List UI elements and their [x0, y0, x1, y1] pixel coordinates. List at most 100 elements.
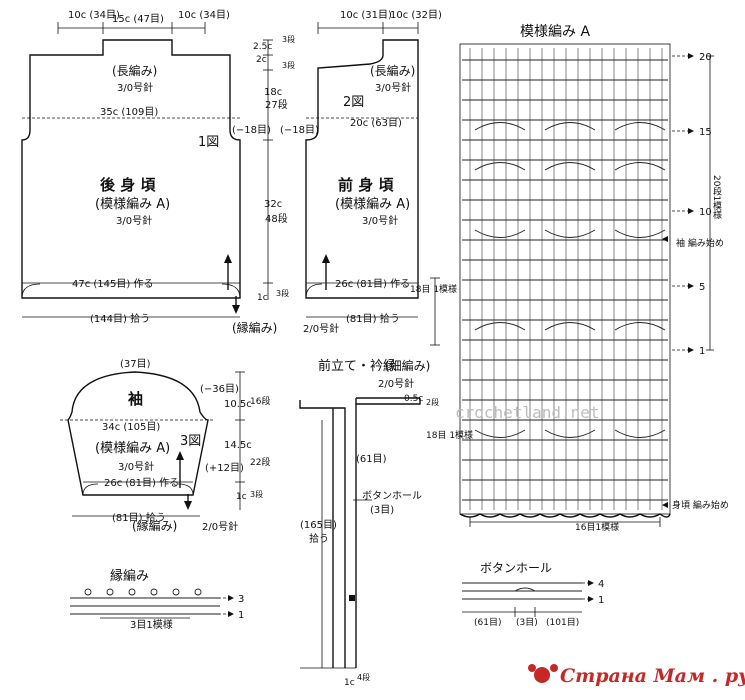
- buttonhole-count-right: (101目): [546, 617, 579, 628]
- front-width: 20c (63目): [350, 118, 402, 129]
- buttonhole-count-left: (61目): [474, 617, 501, 628]
- back-pickup: (144目) 拾う: [90, 312, 150, 325]
- pattern-a-chart: [430, 43, 714, 527]
- front-top-left: 10c (31目): [340, 10, 392, 21]
- placket-needle: 2/0号針: [378, 377, 414, 390]
- dim-neck-2: 2c: [256, 55, 267, 65]
- pattern-a-title: 模様編み A: [520, 24, 590, 40]
- front-pickup: (81目) 拾う: [346, 312, 400, 325]
- back-top-left: 10c (34目): [68, 10, 120, 21]
- front-needle-type: (長編み): [370, 63, 415, 78]
- back-needle-type: (長編み): [112, 63, 157, 78]
- back-figure: 1図: [198, 135, 219, 150]
- sleeve-cap-rows: 16段: [250, 395, 270, 407]
- pattern-18-repeat-b: 18目 1模様: [426, 429, 473, 441]
- sleeve-figure: 3図: [180, 434, 201, 449]
- row-marker-1: 1: [699, 346, 705, 357]
- front-title: 前 身 頃: [338, 176, 394, 194]
- sleeve-increase: (+12目): [205, 463, 244, 474]
- front-needle-size: 3/0号針: [375, 81, 411, 94]
- sleeve-hem-rows: 3段: [250, 489, 263, 499]
- watermark: crochetland.net: [455, 403, 600, 422]
- body-start-label: 身頃 編み始め: [672, 499, 729, 511]
- sleeve-pattern-needle: 3/0号針: [118, 460, 154, 473]
- front-start: 26c (81目) 作る: [335, 278, 410, 290]
- buttonhole-title: ボタンホール: [480, 561, 552, 575]
- pattern-stitch-columns: [469, 48, 663, 510]
- dim-hem: 1c: [257, 293, 268, 303]
- sleeve-border-note: (縁編み): [132, 518, 177, 533]
- pattern-chain-loops: [474, 122, 666, 438]
- dim-neck-1-rows: 3段: [282, 34, 295, 44]
- front-decrease: (−18目): [280, 125, 319, 136]
- front-panel: [305, 22, 419, 318]
- back-decrease: (−18目): [232, 125, 271, 136]
- placket-title: 前立て・衿縁: [318, 358, 396, 374]
- edging-repeat: 3目1模様: [130, 618, 173, 631]
- dim-neck-1: 2.5c: [253, 42, 272, 52]
- row-marker-arrows: [430, 53, 714, 527]
- back-pattern: (模様編み A): [95, 196, 170, 212]
- placket-top-rows: 2段: [426, 397, 439, 407]
- placket-bottom-height: 1c: [344, 678, 355, 688]
- edging-chart: [70, 588, 234, 619]
- pattern-18-repeat: 18目 1模様: [410, 283, 457, 295]
- dim-hem-rows: 3段: [276, 288, 289, 298]
- dim-armhole: 18c: [264, 87, 282, 98]
- back-pattern-needle: 3/0号針: [116, 214, 152, 227]
- sleeve-border-needle: 2/0号針: [202, 520, 238, 533]
- pattern-rows: [462, 59, 668, 501]
- site-logo: Страна Мам . ру: [528, 664, 745, 687]
- back-width: 35c (109目): [100, 107, 158, 118]
- back-panel: [21, 22, 241, 318]
- edging-marker-1: 1: [238, 610, 244, 621]
- sleeve-panel: [60, 371, 245, 517]
- front-pattern: (模様編み A): [335, 196, 410, 212]
- placket-stitches-total: (165目): [300, 520, 337, 531]
- row-marker-20: 20: [699, 52, 712, 63]
- placket-pickup: 拾う: [309, 532, 329, 545]
- placket-buttonhole: ボタンホール: [362, 490, 422, 502]
- back-title: 後 身 頃: [99, 176, 156, 194]
- sleeve-start-label: 袖 編み始め: [676, 237, 724, 249]
- placket-buttonhole-count: (3目): [370, 505, 394, 516]
- border-note: (縁編み): [232, 320, 277, 335]
- sleeve-top: (37目): [120, 359, 151, 370]
- placket-bottom-rows: 4段: [357, 672, 370, 682]
- dim-body-rows: 48段: [265, 212, 288, 225]
- front-pattern-needle: 3/0号針: [362, 214, 398, 227]
- buttonhole-marker-1: 1: [598, 595, 604, 606]
- dim-armhole-rows: 27段: [265, 98, 288, 111]
- dim-body: 32c: [264, 199, 282, 210]
- sleeve-pattern: (模様編み A): [95, 440, 170, 456]
- placket-stitches-upper: (61目): [356, 454, 387, 465]
- row-marker-5: 5: [699, 282, 705, 293]
- placket-diagram: [299, 397, 421, 669]
- buttonhole-marker-4: 4: [598, 579, 604, 590]
- logo-text: Страна Мам . ру: [560, 665, 745, 687]
- sleeve-pickup: (81目) 拾う: [112, 511, 166, 524]
- back-top-right: 10c (34目): [178, 10, 230, 21]
- placket-top-height: 0.5c: [404, 394, 423, 404]
- pattern-bottom-repeat: 16目1模様: [575, 521, 619, 533]
- placket-method: (細編み): [385, 358, 430, 373]
- edging-title: 縁編み: [110, 568, 149, 584]
- buttonhole-chart: [462, 580, 594, 617]
- row-marker-15: 15: [699, 127, 712, 138]
- front-top-right: 10c (32目): [390, 10, 442, 21]
- sleeve-cap-height: 10.5c: [224, 399, 252, 410]
- sleeve-hem: 1c: [236, 492, 247, 502]
- pattern-repeat-rows: 20段1模様: [711, 175, 722, 219]
- border-needle: 2/0号針: [303, 322, 339, 335]
- dim-neck-2-rows: 3段: [282, 60, 295, 70]
- sleeve-start: 26c (81目) 作る: [104, 477, 179, 489]
- sleeve-width: 34c (105目): [102, 422, 160, 433]
- sleeve-body-height: 14.5c: [224, 440, 252, 451]
- middle-dimension-lines: [263, 39, 273, 300]
- row-marker-10: 10: [699, 207, 712, 218]
- back-top-center: 15c (47目): [112, 14, 164, 25]
- edging-marker-3: 3: [238, 594, 244, 605]
- back-start: 47c (145目) 作る: [72, 278, 153, 290]
- front-figure: 2図: [343, 95, 364, 110]
